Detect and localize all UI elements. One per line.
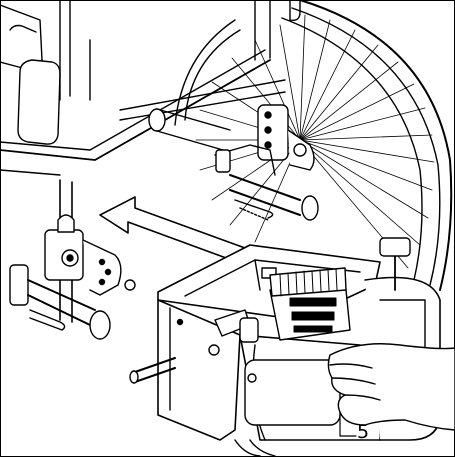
footrest-tube <box>9 264 111 340</box>
clamp-knob <box>214 309 259 343</box>
callout-label: 5 <box>357 421 370 443</box>
caster-bracket <box>44 179 136 323</box>
seat-frame <box>0 0 301 176</box>
rear-mounting-bracket <box>214 104 319 221</box>
wheel-spokes <box>195 14 435 269</box>
cross-tube <box>148 108 231 153</box>
hand <box>327 343 455 431</box>
insertion-arrow-icon <box>99 196 246 263</box>
control-slots <box>289 297 337 333</box>
knurled-band <box>279 268 338 297</box>
